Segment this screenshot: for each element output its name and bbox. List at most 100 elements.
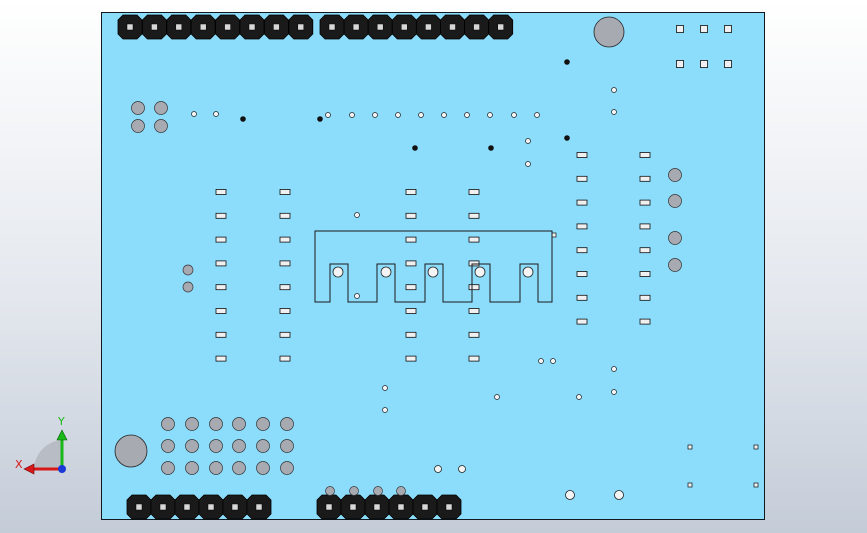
relay-footprint-outline: [314, 230, 553, 303]
header-pin-pad: [224, 23, 231, 31]
smd-pad: [639, 318, 651, 325]
small-via: [395, 112, 401, 118]
smd-pad: [639, 152, 651, 158]
smd-pad-layer: [215, 25, 759, 488]
smd-pad: [576, 247, 588, 254]
smd-pad: [639, 271, 651, 277]
header-pin-pad: [183, 503, 191, 511]
smd-pad: [405, 236, 417, 243]
via: [412, 145, 418, 151]
through-hole: [185, 439, 199, 453]
component-outline-layer: [314, 230, 553, 303]
smd-pad: [279, 355, 291, 362]
small-via: [487, 112, 493, 118]
through-hole: [668, 231, 682, 245]
header-pin-pad: [401, 23, 408, 31]
header-pin-pad: [273, 23, 280, 31]
via: [564, 59, 570, 65]
pad: [565, 490, 575, 500]
through-hole: [131, 101, 145, 115]
smd-pad: [279, 331, 291, 338]
smd-pad: [639, 223, 651, 230]
smd-pad: [576, 152, 588, 158]
pin-header-top-right: [319, 14, 514, 40]
through-hole: [182, 281, 194, 293]
small-via: [525, 138, 531, 144]
smd-pad: [215, 212, 227, 219]
pcb-board[interactable]: [101, 12, 765, 520]
smd-pad: [468, 308, 480, 314]
pad: [380, 266, 392, 278]
square-pad: [724, 25, 732, 33]
small-via: [611, 366, 617, 372]
smd-pad: [279, 236, 291, 243]
through-hole: [154, 119, 168, 133]
through-hole: [209, 417, 223, 431]
small-square-pad: [753, 444, 759, 450]
pin-header-bottom-left: [126, 494, 272, 520]
header-pin-pad: [255, 503, 263, 511]
origin-point: [58, 465, 66, 473]
pad: [434, 465, 442, 473]
smd-pad: [576, 175, 588, 182]
through-hole: [668, 258, 682, 272]
through-hole: [256, 439, 270, 453]
through-hole: [161, 417, 175, 431]
through-hole: [349, 486, 359, 496]
small-square-pad: [551, 232, 557, 238]
square-pad: [700, 25, 708, 33]
through-hole: [209, 439, 223, 453]
smd-pad: [215, 260, 227, 267]
x-axis-label: X: [15, 458, 23, 471]
smd-pad: [279, 284, 291, 291]
through-hole: [373, 486, 383, 496]
header-pin-pad: [397, 503, 405, 511]
x-axis-arrow: [23, 463, 35, 475]
through-hole: [182, 264, 194, 276]
smd-pad: [468, 331, 480, 338]
small-via: [538, 358, 544, 364]
small-via: [418, 112, 424, 118]
board-outline: [101, 12, 765, 520]
through-hole: [232, 417, 246, 431]
small-via: [354, 212, 360, 218]
through-hole: [280, 417, 294, 431]
header-pin-pad: [175, 23, 183, 31]
header-pin-pad: [497, 23, 504, 31]
header-pin-pad: [135, 503, 143, 511]
via-layer: [191, 59, 617, 413]
through-hole: [668, 194, 682, 208]
via: [317, 116, 323, 122]
smd-pad: [405, 260, 417, 267]
smd-pad: [576, 199, 588, 206]
small-via: [525, 161, 531, 167]
smd-pad: [576, 223, 588, 230]
pad: [332, 266, 344, 278]
through-hole: [185, 461, 199, 475]
mounting-hole: [114, 434, 148, 468]
small-square-pad: [687, 444, 693, 450]
through-hole: [232, 439, 246, 453]
smd-pad: [576, 271, 588, 277]
view-orientation-icon: [33, 440, 62, 470]
pin-header-layer: [117, 14, 514, 520]
smd-pad: [279, 308, 291, 314]
small-via: [611, 109, 617, 115]
smd-pad: [405, 331, 417, 338]
board-outline-layer: [101, 12, 765, 520]
pad: [614, 490, 624, 500]
small-via: [372, 112, 378, 118]
header-pin-pad: [349, 503, 357, 511]
small-via: [611, 87, 617, 93]
header-pin-pad: [328, 23, 336, 31]
square-pad: [700, 60, 708, 68]
y-axis-label: Y: [57, 415, 65, 428]
small-via: [441, 112, 447, 118]
via: [564, 135, 570, 141]
smd-pad: [639, 247, 651, 254]
square-pad: [676, 60, 684, 68]
square-pad: [724, 60, 732, 68]
through-hole: [280, 439, 294, 453]
small-square-pad: [687, 482, 693, 488]
